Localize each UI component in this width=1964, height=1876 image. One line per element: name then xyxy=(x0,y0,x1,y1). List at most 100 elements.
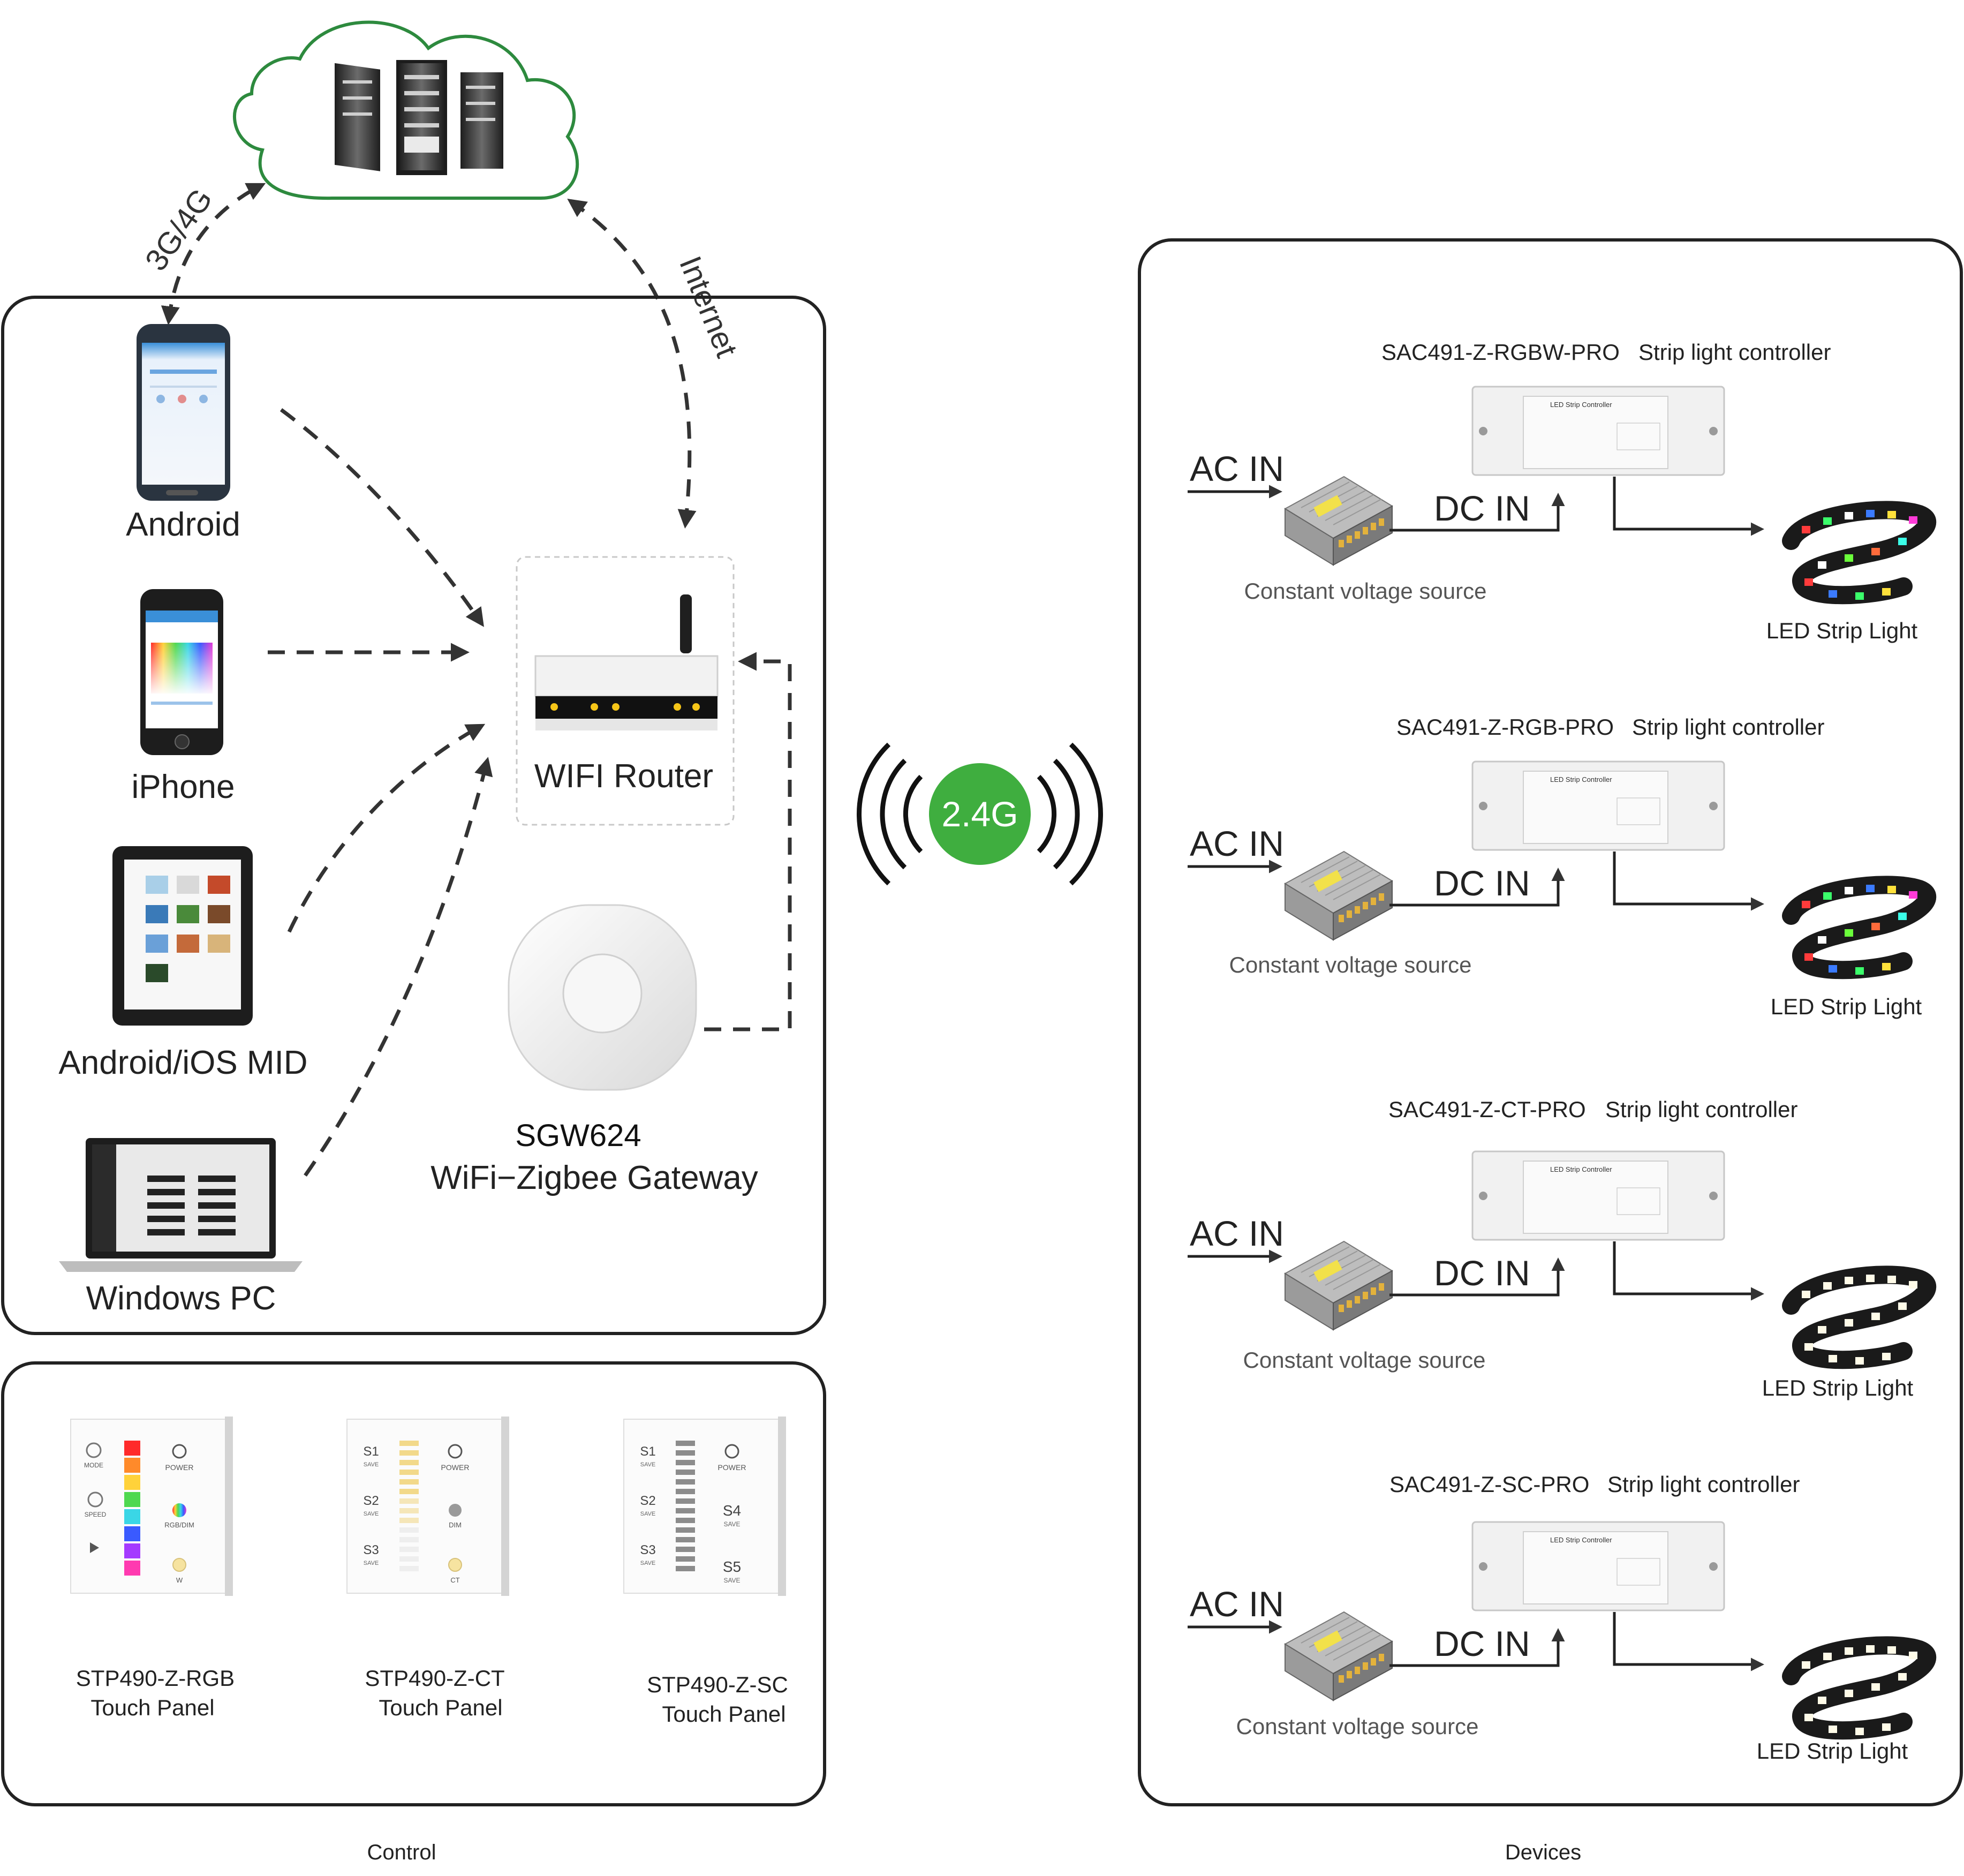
controller-strip-arrow xyxy=(1613,852,1764,911)
device-row: SAC491-Z-RGBW-PRO Strip light controller… xyxy=(1188,340,1927,643)
panel-sc-model: STP490-Z-SC xyxy=(647,1672,788,1697)
strip-label: LED Strip Light xyxy=(1766,618,1918,643)
gateway-model: SGW624 xyxy=(515,1118,641,1153)
wireless-waves-right-icon xyxy=(1037,742,1103,886)
iphone xyxy=(140,589,223,755)
sc-s4-label: S4 xyxy=(723,1502,741,1519)
wireless-waves-left-icon xyxy=(857,742,923,886)
wireless-circle xyxy=(929,763,1031,865)
controller-strip-arrow xyxy=(1613,1612,1764,1671)
controller-model: SAC491-Z-RGB-PRO xyxy=(1396,714,1614,740)
rgb-speed-label: SPEED xyxy=(85,1511,107,1518)
led-strip-icon xyxy=(1791,1645,1927,1735)
controller-box: LED Strip Controller xyxy=(1471,760,1725,851)
router-label: WIFI Router xyxy=(534,758,713,795)
controller-model: SAC491-Z-RGBW-PRO xyxy=(1381,340,1620,365)
touch-panel-rgb: MODE SPEED POWER RGB/DIM W xyxy=(70,1417,233,1596)
controller-label: LED Strip Controller xyxy=(1550,1165,1612,1173)
dc-in-arrow xyxy=(1389,1257,1565,1297)
sc-s5-save: SAVE xyxy=(723,1577,740,1584)
controller-type: Strip light controller xyxy=(1605,1097,1797,1122)
ac-in-label: AC IN xyxy=(1190,1584,1284,1624)
rgb-power-label: POWER xyxy=(165,1463,194,1472)
ct-dim-label: DIM xyxy=(449,1521,462,1529)
control-caption: Control xyxy=(367,1841,436,1864)
psu-label: Constant voltage source xyxy=(1236,1714,1479,1739)
controller-label: LED Strip Controller xyxy=(1550,1536,1612,1544)
rgb-dim-icon xyxy=(172,1503,186,1517)
control-panel xyxy=(1,1361,826,1806)
sc-s2-label: S2 xyxy=(640,1494,655,1508)
touch-panel-ct: S1 SAVE S2 SAVE S3 SAVE POWER DIM CT xyxy=(346,1417,509,1596)
sc-s1-save: SAVE xyxy=(640,1461,656,1468)
rgb-dim-label: RGB/DIM xyxy=(164,1521,194,1529)
ac-in-label: AC IN xyxy=(1190,449,1284,488)
ct-power-label: POWER xyxy=(441,1463,470,1472)
server-rack-icon xyxy=(335,60,503,175)
sc-power-label: POWER xyxy=(718,1463,746,1472)
rgb-w-label: W xyxy=(176,1576,183,1584)
ac-in-label: AC IN xyxy=(1190,1214,1284,1253)
ct-s2-label: S2 xyxy=(363,1494,379,1508)
sc-s3-label: S3 xyxy=(640,1543,655,1557)
ct-s3-label: S3 xyxy=(363,1543,379,1557)
led-strip-icon xyxy=(1791,510,1927,600)
sc-slider xyxy=(676,1441,695,1571)
controller-label: LED Strip Controller xyxy=(1550,401,1612,409)
iphone-label: iPhone xyxy=(131,769,235,805)
sc-s3-save: SAVE xyxy=(640,1560,656,1566)
wireless-band-label: 2.4G xyxy=(941,794,1018,834)
touch-panel-sc: S1 SAVE S2 SAVE S3 SAVE POWER S4 SAVE S5… xyxy=(623,1417,786,1596)
gateway-router-link xyxy=(704,652,792,1031)
dc-in-label: DC IN xyxy=(1434,1624,1530,1663)
router-cloud-link-label: Internet xyxy=(673,251,744,362)
android-label: Android xyxy=(126,506,240,543)
ac-in-label: AC IN xyxy=(1190,824,1284,863)
ct-s1-save: SAVE xyxy=(364,1461,379,1468)
network-panel xyxy=(1,296,826,1335)
ct-power-icon xyxy=(448,1444,463,1459)
controller-type: Strip light controller xyxy=(1607,1472,1800,1497)
router-cloud-link xyxy=(567,198,697,529)
psu-label: Constant voltage source xyxy=(1229,952,1472,977)
android-router-link xyxy=(280,408,484,627)
controller-model: SAC491-Z-SC-PRO xyxy=(1389,1472,1589,1497)
panel-ct-model: STP490-Z-CT xyxy=(365,1666,504,1691)
speed-icon xyxy=(87,1491,103,1508)
mode-icon xyxy=(86,1442,102,1458)
dc-in-label: DC IN xyxy=(1434,488,1530,528)
white-icon xyxy=(172,1558,186,1572)
controller-box: LED Strip Controller xyxy=(1471,1521,1725,1611)
controller-model: SAC491-Z-CT-PRO xyxy=(1388,1097,1586,1122)
gateway-label: WiFi−Zigbee Gateway xyxy=(430,1159,758,1196)
panel-rgb-model: STP490-Z-RGB xyxy=(76,1666,235,1691)
tablet xyxy=(112,846,253,1026)
sc-power-icon xyxy=(724,1444,739,1459)
controller-label: LED Strip Controller xyxy=(1550,775,1612,783)
tablet-router-link xyxy=(287,724,486,933)
device-row: SAC491-Z-RGB-PRO Strip light controller … xyxy=(1188,714,1927,1019)
tablet-label: Android/iOS MID xyxy=(58,1044,307,1081)
controller-type: Strip light controller xyxy=(1638,340,1831,365)
sc-s4-save: SAVE xyxy=(723,1520,740,1528)
ct-slider xyxy=(399,1441,419,1571)
ct-ct-label: CT xyxy=(450,1576,459,1584)
dc-in-arrow xyxy=(1389,868,1565,907)
dc-in-arrow xyxy=(1389,1628,1565,1667)
psu-icon xyxy=(1285,476,1393,566)
rgb-mode-label: MODE xyxy=(84,1461,103,1469)
pc-router-link xyxy=(304,757,493,1177)
controller-strip-arrow xyxy=(1613,1241,1764,1301)
led-strip-icon xyxy=(1791,885,1927,975)
ct-s3-save: SAVE xyxy=(364,1560,379,1566)
dc-in-arrow xyxy=(1389,493,1565,532)
play-pause-icon xyxy=(90,1542,99,1553)
dc-in-label: DC IN xyxy=(1434,1253,1530,1293)
panel-sc-type: Touch Panel xyxy=(662,1701,785,1727)
controller-strip-arrow xyxy=(1613,477,1764,536)
controller-type: Strip light controller xyxy=(1632,714,1824,740)
sc-s5-label: S5 xyxy=(723,1558,741,1575)
dc-in-label: DC IN xyxy=(1434,863,1530,903)
device-row: SAC491-Z-CT-PRO Strip light controller L… xyxy=(1188,1097,1927,1400)
